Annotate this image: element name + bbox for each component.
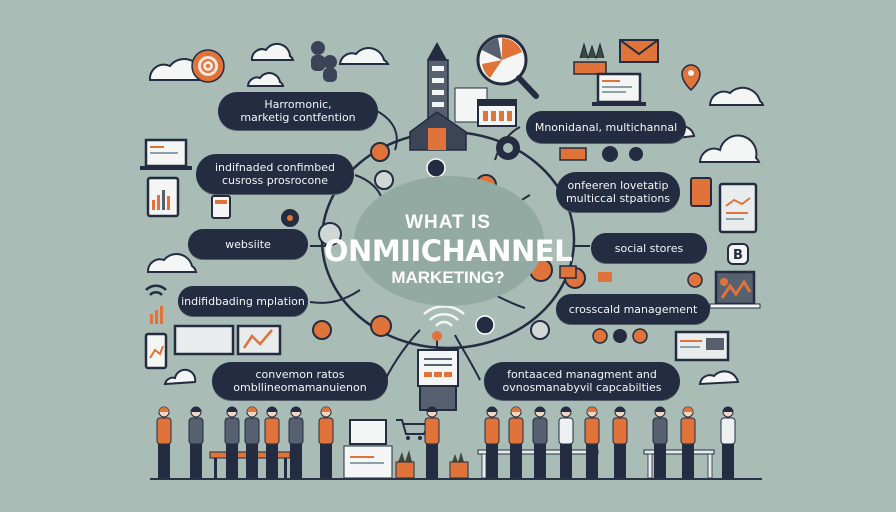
- label-line: crosscald management: [568, 302, 698, 316]
- location-pin-icon: [681, 64, 701, 92]
- ground-line: [150, 478, 762, 480]
- person-figure: [720, 406, 736, 478]
- shopping-cart-icon: [396, 419, 430, 440]
- label-social-stores: social stores: [591, 233, 707, 263]
- node-icon: [426, 158, 446, 178]
- label-line: indifidbading mplation: [181, 294, 305, 308]
- plant-icon: [573, 42, 607, 75]
- person-figure: [652, 406, 668, 478]
- icons-row: [559, 146, 648, 344]
- label-indifnaded: indifnaded confimbed cusross prosrocone: [196, 154, 354, 194]
- gear-icon: [191, 49, 225, 83]
- node-icon: [312, 320, 332, 340]
- label-harmonic: Harromonic, marketig contfention: [218, 92, 378, 130]
- laptop-icon: [592, 72, 646, 106]
- label-mnonidanal: Mnonidanal, multichannal: [526, 111, 686, 143]
- label-line: indifnaded confimbed: [214, 161, 335, 174]
- person-figure: [612, 406, 628, 478]
- label-line: Harromonic,: [264, 98, 332, 111]
- person-figure: [532, 406, 548, 478]
- label-line: ombllineomamanuienon: [233, 381, 367, 394]
- node-icon: [318, 222, 342, 246]
- svg-text:B: B: [733, 248, 743, 263]
- node-icon: [374, 170, 394, 190]
- label-line: websiite: [225, 237, 271, 251]
- label-onfeeren: onfeeren lovetatip multiccal stpations: [556, 172, 680, 212]
- label-line: convemon ratos: [255, 368, 345, 381]
- label-fontaaced: fontaaced managment and ovnosmanabyvil c…: [484, 362, 680, 400]
- label-convemon: convemon ratos ombllineomamanuienon: [212, 362, 388, 400]
- label-line: social stores: [614, 241, 684, 255]
- browser-window-icon: [173, 324, 282, 356]
- person-figure: [584, 406, 600, 478]
- person-figure: [318, 406, 334, 478]
- person-figure: [288, 406, 304, 478]
- b-badge-icon: B: [727, 243, 749, 265]
- magnifier-chart-icon: [476, 34, 539, 99]
- phone-icon: [144, 332, 168, 370]
- person-figure: [484, 406, 500, 478]
- bottom-scene: [209, 419, 715, 479]
- cloud-icon: [147, 42, 765, 386]
- label-website: websiite: [188, 229, 308, 259]
- browser-window-icon: [674, 330, 730, 362]
- person-figure: [508, 406, 524, 478]
- gear-icon: [687, 272, 703, 288]
- label-line: ovnosmanabyvil capcabilties: [502, 381, 662, 394]
- people-icon: [311, 41, 337, 82]
- title-disc: [354, 176, 544, 306]
- person-figure: [558, 406, 574, 478]
- laptop-icon: [140, 138, 192, 170]
- title-line-1: WHAT IS: [405, 212, 491, 233]
- plant-icon: [395, 450, 469, 479]
- chart-icon: [150, 306, 163, 324]
- title-line-3: MARKETING?: [391, 268, 505, 287]
- envelope-icon: [619, 39, 659, 63]
- label-crosscald: crosscald management: [556, 294, 710, 324]
- kiosk-icon: [417, 331, 459, 411]
- label-line: onfeeren lovetatip: [567, 179, 669, 192]
- person-figure: [680, 406, 696, 478]
- person-figure: [224, 406, 240, 478]
- node-icon: [370, 315, 392, 337]
- label-line: cusross prosrocone: [222, 174, 328, 187]
- person-figure: [424, 406, 440, 478]
- person-figure: [156, 406, 172, 478]
- label-indifidbading: indifidbading mplation: [178, 286, 308, 316]
- person-figure: [244, 406, 260, 478]
- people-group: [156, 406, 736, 478]
- person-figure: [264, 406, 280, 478]
- node-icon: [530, 320, 550, 340]
- browser-window-icon: [477, 99, 517, 127]
- phone-icon: [211, 195, 231, 219]
- tablet-chart-icon: [146, 176, 180, 218]
- laptop-icon: [709, 270, 761, 309]
- wifi-icon: [423, 305, 465, 327]
- node-icon: [475, 315, 495, 335]
- tablet-chart-icon: [690, 177, 758, 234]
- person-figure: [188, 406, 204, 478]
- label-line: Mnonidanal, multichannal: [534, 120, 678, 134]
- node-icon: [370, 142, 390, 162]
- title-line-2: ONMIICHANNEL: [323, 234, 573, 268]
- wifi-icon: [145, 284, 167, 296]
- label-line: fontaaced managment and: [507, 368, 657, 381]
- label-line: marketig contfention: [240, 111, 356, 124]
- label-line: multiccal stpations: [565, 192, 671, 205]
